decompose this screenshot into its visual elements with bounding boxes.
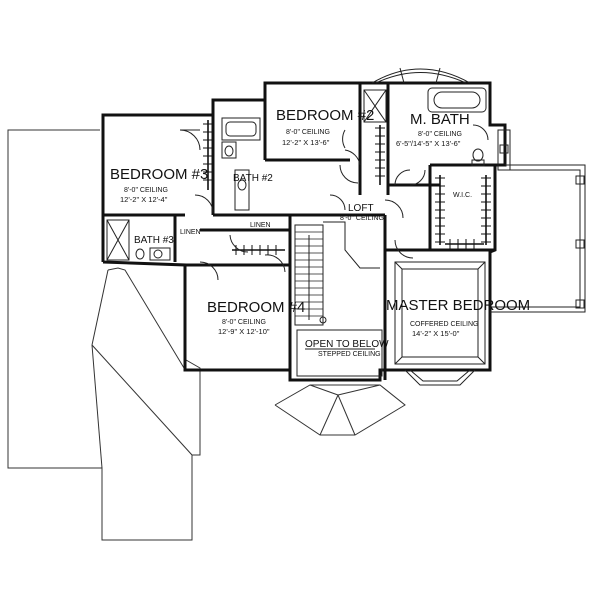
svg-text:COFFERED CEILING: COFFERED CEILING — [410, 321, 478, 328]
svg-text:STEPPED CEILING: STEPPED CEILING — [318, 351, 381, 358]
loft-label: LOFT 8'-0" CEILING — [340, 203, 384, 222]
svg-text:6'-5"/14'-5" X 13'-6": 6'-5"/14'-5" X 13'-6" — [396, 139, 461, 148]
coffered-ceiling — [394, 261, 486, 365]
master-bedroom-label: MASTER BEDROOM COFFERED CEILING 14'-2" X… — [386, 297, 530, 338]
bedroom-4-label: BEDROOM #4 8'-0" CEILING 12'-9" X 12'-10… — [207, 299, 305, 336]
svg-text:8'-0" CEILING: 8'-0" CEILING — [286, 129, 330, 136]
svg-text:8'-0" CEILING: 8'-0" CEILING — [124, 187, 168, 194]
bath-3-label: BATH #3 — [134, 235, 174, 246]
linen-1-label: LINEN — [180, 229, 201, 236]
svg-text:W.I.C.: W.I.C. — [453, 192, 472, 199]
open-to-below-outline — [296, 329, 383, 377]
bay-window — [371, 67, 471, 84]
exterior-walls — [101, 81, 507, 382]
bath-fixtures — [106, 87, 487, 261]
master-bay-window — [404, 369, 476, 386]
bath-2-label: BATH #2 — [233, 173, 273, 184]
svg-text:BEDROOM #2: BEDROOM #2 — [276, 107, 374, 124]
closets — [203, 120, 491, 255]
svg-text:MASTER BEDROOM: MASTER BEDROOM — [386, 297, 530, 314]
svg-text:LOFT: LOFT — [348, 203, 374, 214]
bedroom-2-label: BEDROOM #2 8'-0" CEILING 12'-2" X 13'-6" — [276, 107, 374, 147]
svg-text:BEDROOM #3: BEDROOM #3 — [110, 166, 208, 183]
svg-text:8'-0" CEILING: 8'-0" CEILING — [222, 319, 266, 326]
porch — [490, 129, 586, 313]
svg-text:12'-2" X 13'-6": 12'-2" X 13'-6" — [282, 138, 330, 147]
roof-outline — [7, 129, 406, 541]
svg-text:8'-0" CEILING: 8'-0" CEILING — [340, 215, 384, 222]
linen-2-label: LINEN — [250, 222, 271, 229]
svg-text:BATH #2: BATH #2 — [233, 173, 273, 184]
stairs — [294, 221, 380, 326]
doors — [179, 124, 489, 281]
svg-text:LINEN: LINEN — [180, 229, 201, 236]
svg-text:8'-0" CEILING: 8'-0" CEILING — [418, 131, 462, 138]
svg-text:M. BATH: M. BATH — [410, 111, 470, 128]
svg-text:BATH #3: BATH #3 — [134, 235, 174, 246]
svg-text:12'-2" X 12'-4": 12'-2" X 12'-4" — [120, 195, 168, 204]
svg-text:14'-2" X 15'-0": 14'-2" X 15'-0" — [412, 329, 460, 338]
open-to-below-label: OPEN TO BELOW STEPPED CEILING — [305, 339, 389, 358]
svg-text:OPEN TO BELOW: OPEN TO BELOW — [305, 339, 389, 350]
svg-text:LINEN: LINEN — [250, 222, 271, 229]
bedroom-3-label: BEDROOM #3 8'-0" CEILING 12'-2" X 12'-4" — [110, 166, 208, 204]
master-bath-label: M. BATH 8'-0" CEILING 6'-5"/14'-5" X 13'… — [396, 111, 470, 148]
svg-text:12'-9" X 12'-10": 12'-9" X 12'-10" — [218, 327, 270, 336]
wic-label: W.I.C. — [453, 192, 472, 199]
svg-text:BEDROOM #4: BEDROOM #4 — [207, 299, 305, 316]
